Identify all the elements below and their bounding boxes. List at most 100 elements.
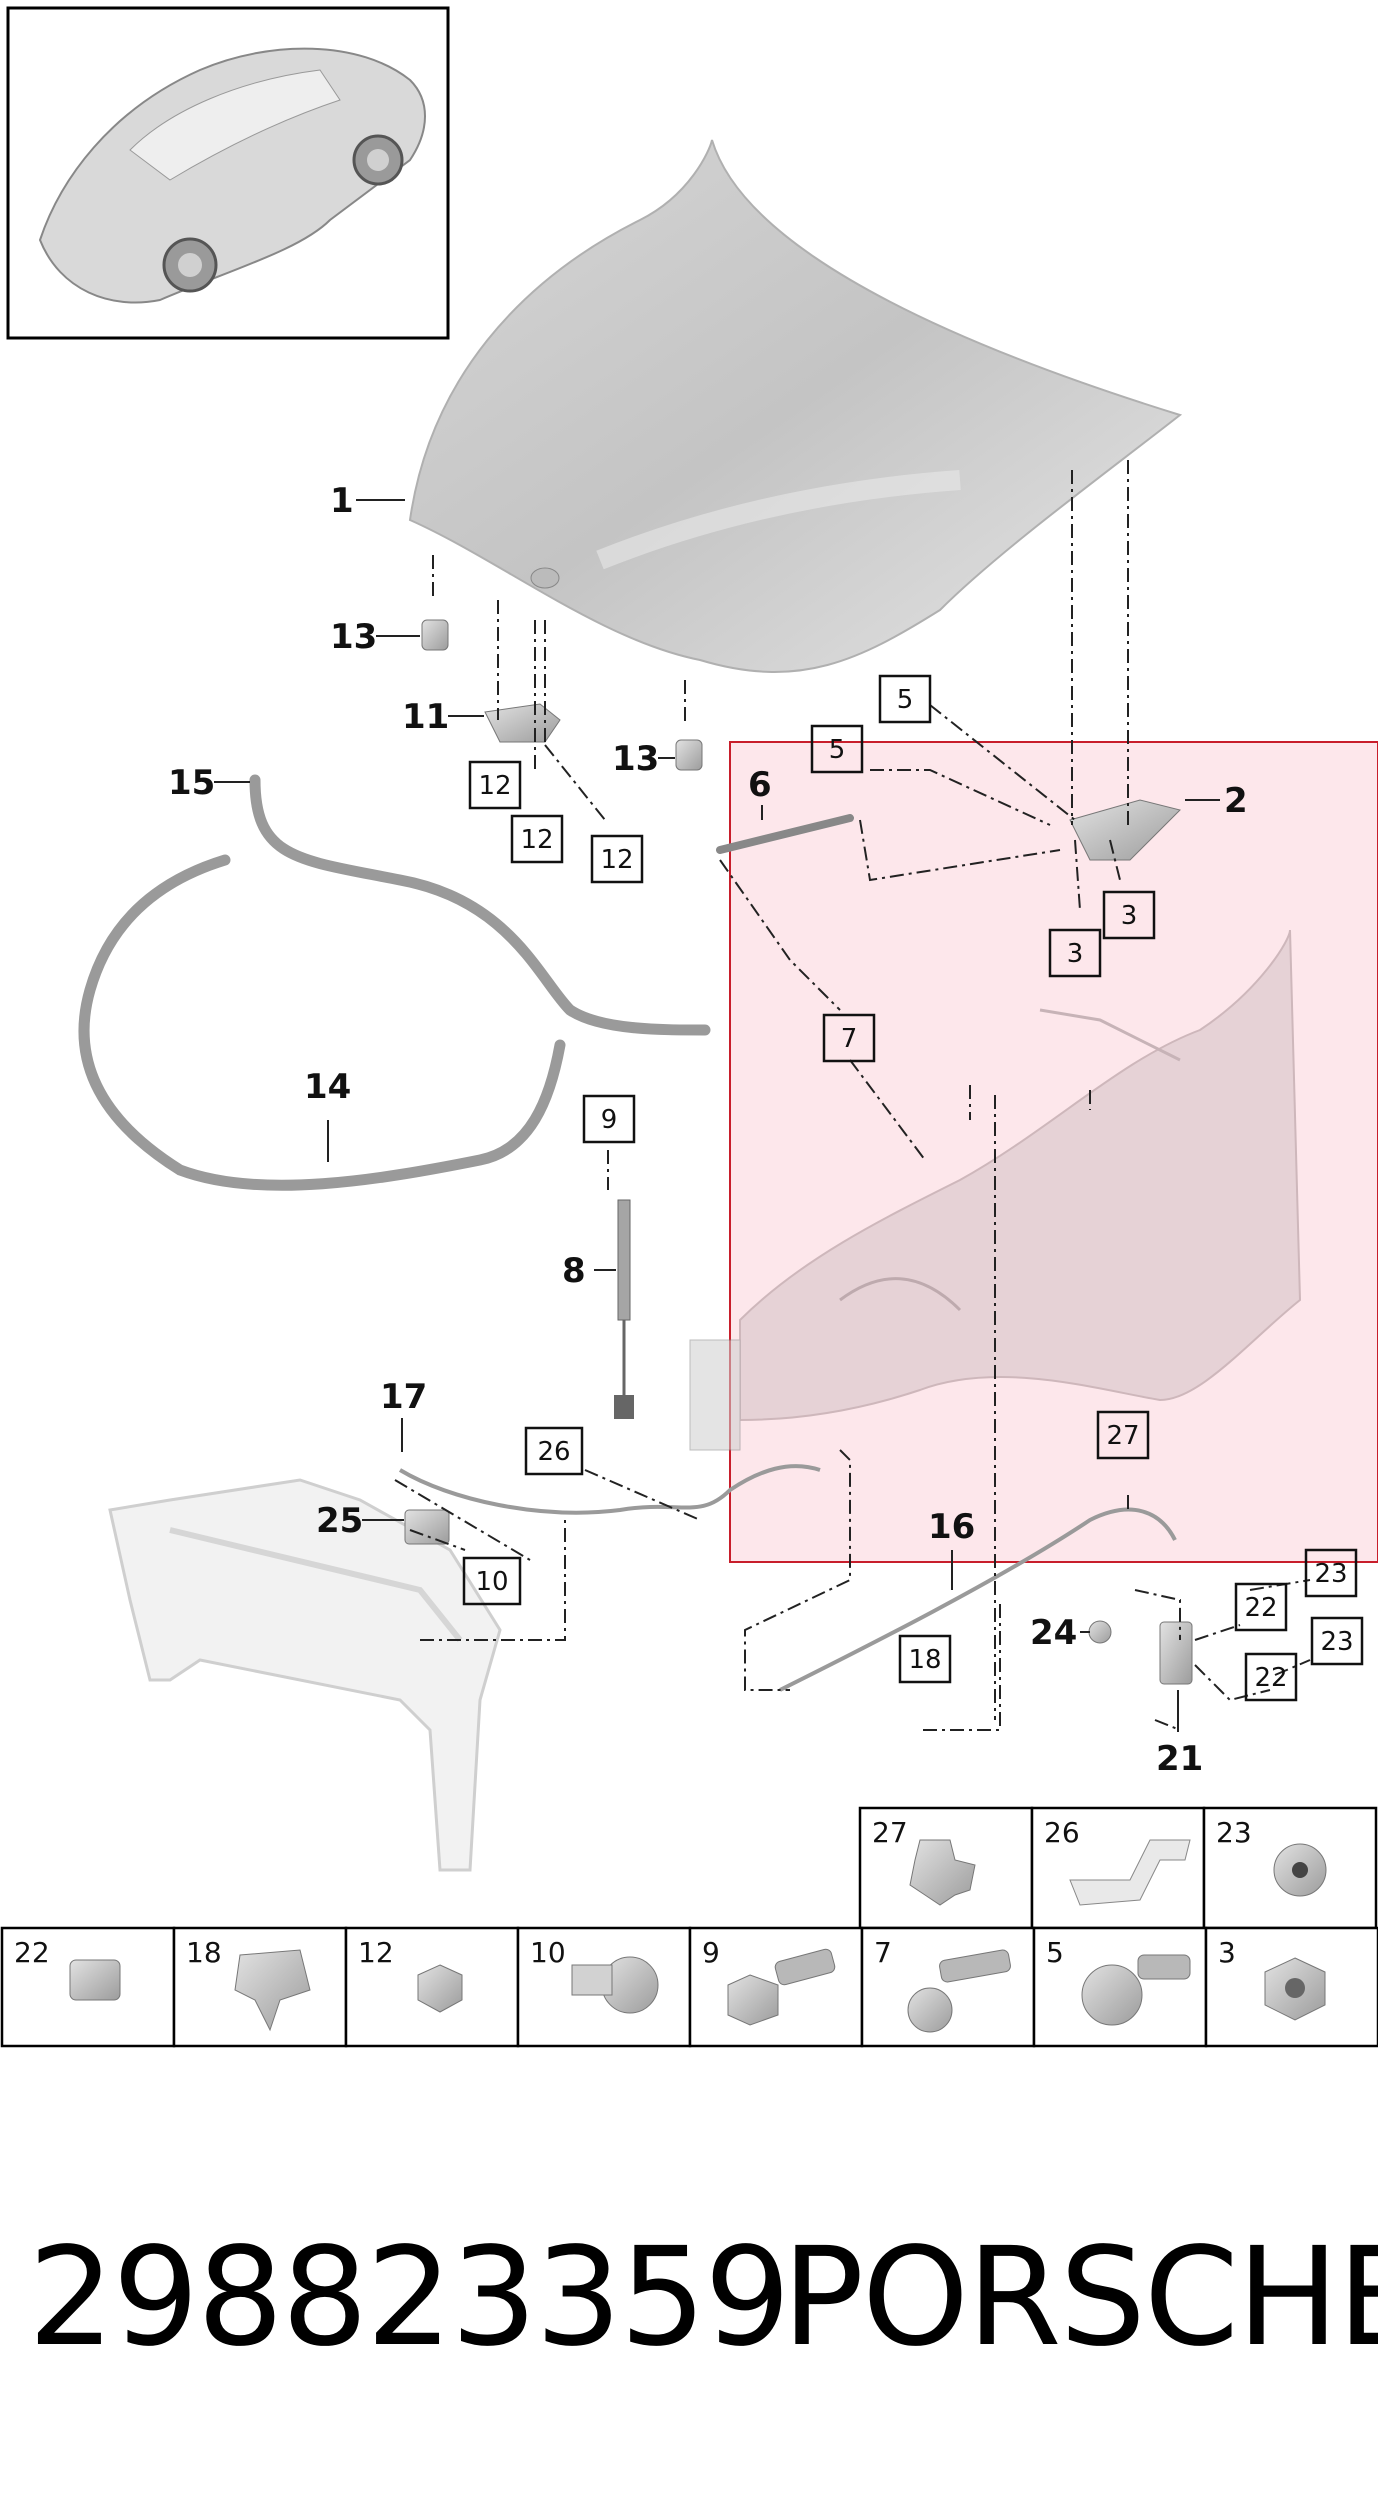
vehicle-thumbnail — [6, 6, 450, 340]
callout-1: 1 — [330, 481, 405, 521]
table-cell-12: 12 — [344, 1926, 520, 2048]
callout-11: 11 — [402, 697, 484, 737]
svg-text:10: 10 — [475, 1567, 508, 1597]
svg-text:7: 7 — [841, 1024, 858, 1054]
table-cell-23: 23 — [1202, 1806, 1378, 1930]
part-25 — [404, 1509, 450, 1545]
part-latch-8 — [614, 1199, 634, 1419]
svg-text:13: 13 — [612, 739, 659, 779]
box-7: 7 — [822, 1013, 876, 1063]
callout-2: 2 — [1185, 781, 1248, 821]
parts-table: 27 26 23 22 18 12 — [0, 1806, 1378, 2048]
front-carrier — [108, 1478, 502, 1872]
table-cell-22: 22 — [0, 1926, 176, 2048]
svg-text:11: 11 — [402, 697, 449, 737]
table-cell-27: 27 — [858, 1806, 1034, 1930]
svg-text:27: 27 — [872, 1816, 908, 1849]
callout-8: 8 — [562, 1251, 616, 1291]
svg-text:6: 6 — [748, 765, 772, 805]
box-22-top: 22 — [1234, 1582, 1288, 1632]
part-number: 298823359 — [28, 2219, 791, 2377]
brand-name: PORSCHE — [782, 2219, 1378, 2377]
svg-text:13: 13 — [330, 617, 377, 657]
svg-text:15: 15 — [168, 763, 215, 803]
boxed-callouts: 3 3 5 5 7 9 10 12 12 12 18 22 22 23 23 2… — [462, 674, 1364, 1702]
table-cell-26: 26 — [1030, 1806, 1206, 1930]
callout-16: 16 — [928, 1507, 975, 1590]
box-10: 10 — [462, 1556, 522, 1606]
box-3-left: 3 — [1048, 928, 1102, 978]
callout-21: 21 — [1156, 1690, 1203, 1779]
part-bumper-13b — [675, 739, 703, 771]
box-23-top: 23 — [1304, 1548, 1358, 1598]
svg-text:27: 27 — [1106, 1421, 1139, 1451]
svg-text:26: 26 — [537, 1437, 570, 1467]
box-18: 18 — [898, 1634, 952, 1684]
svg-text:3: 3 — [1218, 1936, 1236, 1969]
hood-panel — [408, 139, 1183, 673]
part-bumper-13a — [421, 619, 449, 651]
callout-14: 14 — [304, 1067, 351, 1162]
svg-text:17: 17 — [380, 1377, 427, 1417]
svg-text:3: 3 — [1067, 939, 1084, 969]
svg-text:18: 18 — [908, 1645, 941, 1675]
fender-structure — [689, 929, 1302, 1451]
box-12-c: 12 — [590, 834, 644, 884]
svg-text:18: 18 — [186, 1936, 222, 1969]
table-cell-18: 18 — [172, 1926, 348, 2048]
callout-13-top: 13 — [330, 617, 420, 657]
svg-text:12: 12 — [520, 825, 553, 855]
svg-text:1: 1 — [330, 481, 354, 521]
cable-26 — [398, 1464, 821, 1515]
svg-text:22: 22 — [1244, 1593, 1277, 1623]
callout-15: 15 — [168, 763, 250, 803]
box-27: 27 — [1096, 1410, 1150, 1460]
svg-text:5: 5 — [829, 735, 846, 765]
callout-17: 17 — [380, 1377, 427, 1452]
svg-text:5: 5 — [897, 685, 914, 715]
table-cell-10: 10 — [516, 1926, 692, 2048]
svg-text:21: 21 — [1156, 1739, 1203, 1779]
callout-24: 24 — [1030, 1613, 1090, 1653]
svg-text:24: 24 — [1030, 1613, 1077, 1653]
svg-text:3: 3 — [1121, 901, 1138, 931]
seal-15 — [249, 774, 711, 1036]
svg-text:23: 23 — [1314, 1559, 1347, 1589]
part-21 — [1159, 1621, 1193, 1685]
svg-text:7: 7 — [874, 1936, 892, 1969]
svg-text:16: 16 — [928, 1507, 975, 1547]
box-3-right: 3 — [1102, 890, 1156, 940]
svg-text:23: 23 — [1216, 1816, 1252, 1849]
table-cell-9: 9 — [688, 1926, 864, 2048]
svg-text:9: 9 — [702, 1936, 720, 1969]
svg-text:25: 25 — [316, 1501, 363, 1541]
svg-text:22: 22 — [1254, 1663, 1287, 1693]
svg-text:12: 12 — [358, 1936, 394, 1969]
svg-text:22: 22 — [14, 1936, 50, 1969]
bold-callouts: 1 2 6 8 11 13 13 14 15 16 17 21 24 25 — [168, 481, 1248, 1779]
footer: 298823359 PORSCHE — [0, 2230, 1378, 2390]
box-9: 9 — [582, 1094, 636, 1144]
box-23-bottom: 23 — [1310, 1616, 1364, 1666]
table-cell-3: 3 — [1204, 1926, 1378, 2048]
part-lock-11 — [484, 703, 561, 743]
part-strut-6 — [716, 814, 854, 854]
cable-16 — [779, 1507, 1177, 1692]
box-5-top: 5 — [878, 674, 932, 724]
leader-lines — [394, 460, 1311, 1731]
svg-text:26: 26 — [1044, 1816, 1080, 1849]
svg-text:8: 8 — [562, 1251, 586, 1291]
box-5-lower: 5 — [810, 724, 864, 774]
callout-13-right: 13 — [612, 739, 675, 779]
table-cell-7: 7 — [860, 1926, 1036, 2048]
parts-diagram: 1 2 6 8 11 13 13 14 15 16 17 21 24 25 3 … — [0, 6, 1378, 2048]
part-24 — [1088, 1620, 1112, 1644]
box-26: 26 — [524, 1426, 584, 1476]
svg-text:12: 12 — [600, 845, 633, 875]
svg-text:23: 23 — [1320, 1627, 1353, 1657]
svg-text:9: 9 — [601, 1105, 618, 1135]
svg-text:2: 2 — [1224, 781, 1248, 821]
svg-text:5: 5 — [1046, 1936, 1064, 1969]
callout-25: 25 — [316, 1501, 404, 1541]
svg-text:14: 14 — [304, 1067, 351, 1107]
